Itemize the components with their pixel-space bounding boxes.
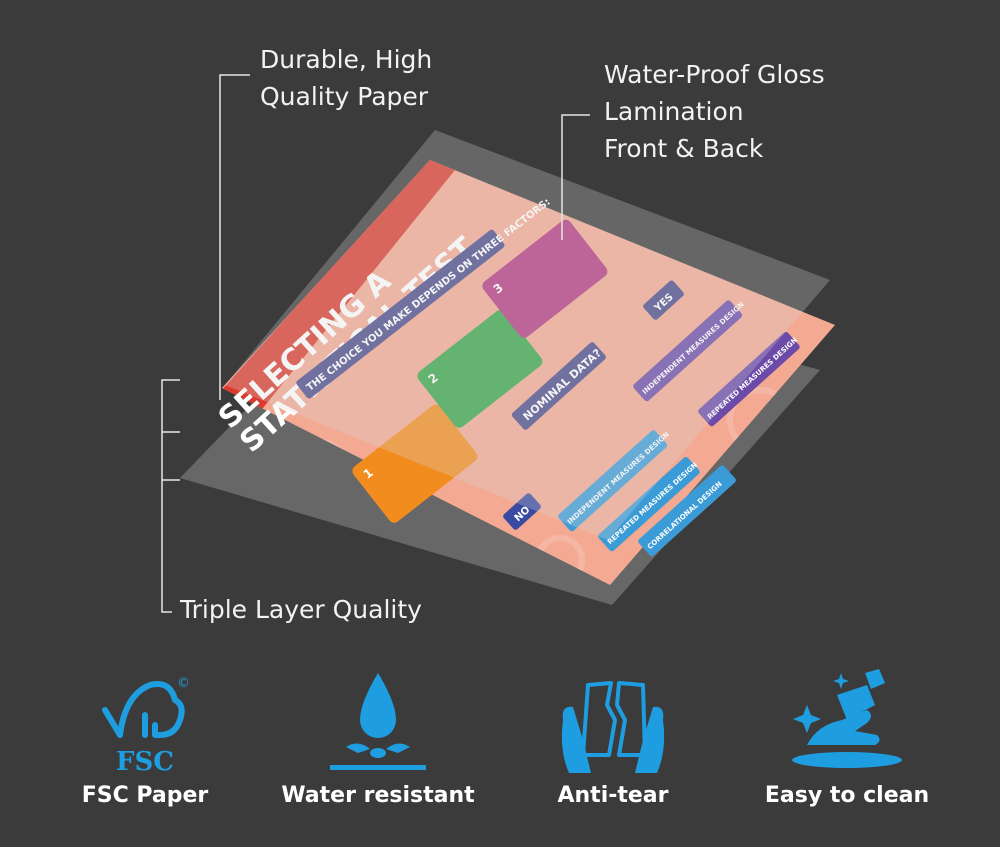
leader-bracket-triple bbox=[161, 379, 180, 613]
water-drop-icon bbox=[330, 673, 426, 770]
callout-durable-line2: Quality Paper bbox=[260, 82, 429, 111]
callout-durable-paper: Durable, High Quality Paper bbox=[260, 41, 432, 115]
feature-water-label: Water resistant bbox=[281, 783, 475, 808]
poster-no-box: NO bbox=[503, 493, 541, 530]
hands-tearing-paper-icon bbox=[561, 681, 665, 773]
feature-anti-tear-label: Anti-tear bbox=[557, 783, 669, 808]
feature-easy-clean: Easy to clean bbox=[722, 665, 972, 808]
feature-water-resistant: Water resistant bbox=[253, 665, 503, 808]
layered-poster-illustration: SELECTING A STATISTICAL TEST THE CHOICE … bbox=[161, 74, 835, 613]
poster-step-2: 2 bbox=[417, 309, 543, 428]
callout-lamination-line1: Water-Proof Gloss bbox=[604, 60, 825, 89]
top-lamination-sheet bbox=[225, 130, 830, 540]
spray-hand-clean-icon bbox=[792, 669, 902, 768]
poster-subtitle-bar bbox=[296, 229, 505, 399]
fsc-tree-icon: © FSC bbox=[102, 676, 190, 775]
fsc-badge-text: FSC bbox=[116, 747, 174, 775]
callout-triple-line: Triple Layer Quality bbox=[180, 595, 422, 624]
callout-lamination: Water-Proof Gloss Lamination Front & Bac… bbox=[604, 56, 825, 167]
leader-line-lamination bbox=[561, 114, 590, 240]
feature-easy-clean-label: Easy to clean bbox=[764, 783, 930, 808]
poster-step-1: 1 bbox=[352, 404, 478, 523]
callout-durable-line1: Durable, High bbox=[260, 45, 433, 74]
poster-svg: SELECTING A STATISTICAL TEST THE CHOICE … bbox=[161, 74, 835, 613]
fsc-copyright-mark: © bbox=[177, 676, 190, 691]
poster-step-3: 3 bbox=[482, 219, 608, 338]
callout-lamination-line3: Front & Back bbox=[604, 134, 764, 163]
callout-triple-layer: Triple Layer Quality bbox=[180, 591, 422, 628]
leader-line-paper bbox=[219, 74, 250, 400]
feature-fsc-paper: © FSC FSC Paper bbox=[20, 665, 270, 808]
callout-lamination-line2: Lamination bbox=[604, 97, 744, 126]
feature-anti-tear: Anti-tear bbox=[488, 665, 738, 808]
feature-fsc-label: FSC Paper bbox=[81, 783, 209, 808]
